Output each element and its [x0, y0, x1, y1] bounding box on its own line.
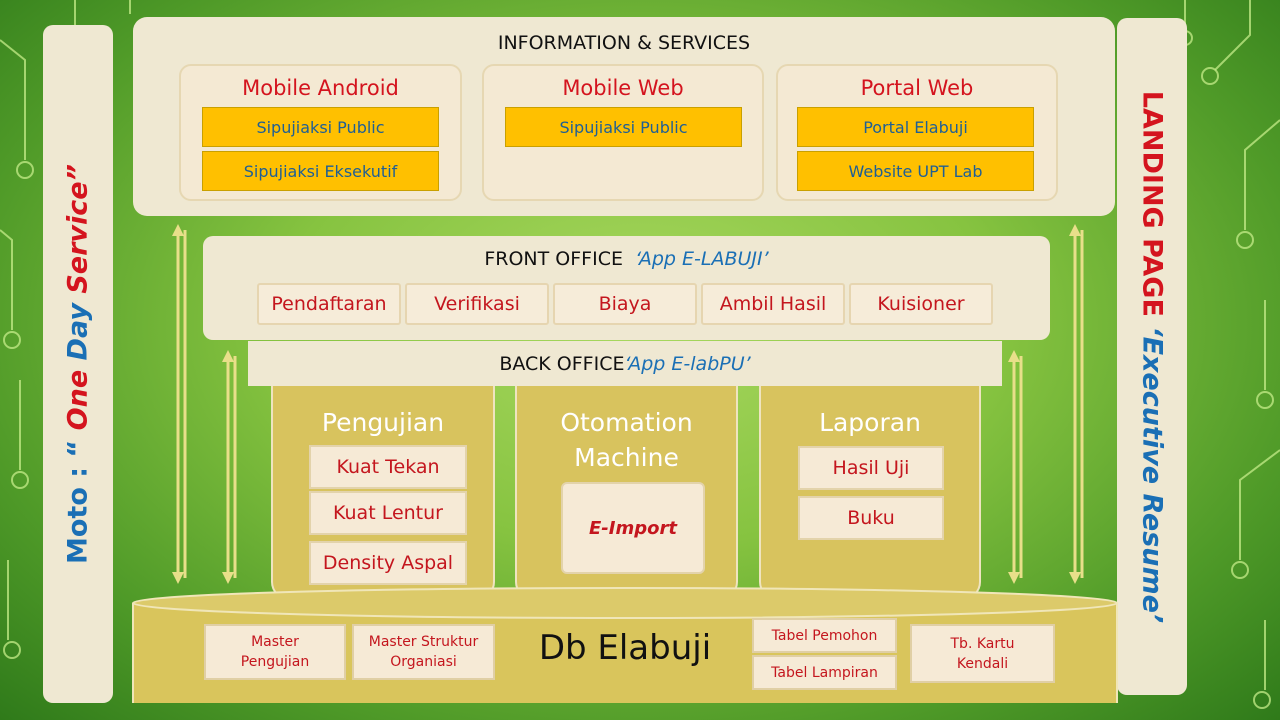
pengujian-title: Pengujian: [321, 408, 445, 437]
laporan-buku[interactable]: Buku: [798, 496, 944, 540]
laporan-column: Laporan Hasil Uji Buku: [759, 385, 981, 600]
pengujian-kuat-tekan[interactable]: Kuat Tekan: [309, 445, 467, 489]
pengujian-column: Pengujian Kuat Tekan Kuat Lentur Density…: [271, 385, 495, 600]
pengujian-kuat-lentur[interactable]: Kuat Lentur: [309, 491, 467, 535]
mobile-web-title: Mobile Web: [562, 76, 684, 100]
otomation-title-1: Otomation: [560, 408, 693, 437]
portal-web-item-1[interactable]: Portal Elabuji: [797, 107, 1034, 147]
front-office-title: FRONT OFFICE ‘App E-LABUJI’: [484, 248, 769, 270]
moto-banner: Moto : “ One Day Service”: [43, 25, 113, 703]
information-services-panel: INFORMATION & SERVICES Mobile Android Si…: [133, 17, 1115, 216]
laporan-title: Laporan: [819, 408, 921, 437]
front-office-panel: FRONT OFFICE ‘App E-LABUJI’ Pendaftaran …: [203, 236, 1050, 340]
portal-web-box: Portal Web Portal Elabuji Website UPT La…: [776, 64, 1058, 201]
front-office-biaya[interactable]: Biaya: [553, 283, 697, 325]
otomation-column: Otomation Machine E-Import: [515, 385, 738, 600]
db-tabel-lampiran[interactable]: Tabel Lampiran: [752, 655, 897, 690]
landing-page-banner: LANDING PAGE ‘Executive Resume’: [1117, 18, 1187, 695]
otomation-e-import[interactable]: E-Import: [561, 482, 705, 574]
portal-web-title: Portal Web: [860, 76, 974, 100]
arrow-right-inner: [1008, 350, 1023, 584]
db-kartu-kendali[interactable]: Tb. Kartu Kendali: [910, 624, 1055, 683]
db-tabel-pemohon[interactable]: Tabel Pemohon: [752, 618, 897, 653]
arrow-left-inner: [222, 350, 237, 584]
mobile-android-item-1[interactable]: Sipujiaksi Public: [202, 107, 439, 147]
portal-web-item-2[interactable]: Website UPT Lab: [797, 151, 1034, 191]
arrow-right-outer: [1069, 224, 1084, 584]
laporan-hasil-uji[interactable]: Hasil Uji: [798, 446, 944, 490]
db-master-struktur-organiasi[interactable]: Master Struktur Organiasi: [352, 624, 495, 680]
mobile-web-box: Mobile Web Sipujiaksi Public: [482, 64, 764, 201]
front-office-ambil-hasil[interactable]: Ambil Hasil: [701, 283, 845, 325]
mobile-android-box: Mobile Android Sipujiaksi Public Sipujia…: [179, 64, 462, 201]
information-services-title: INFORMATION & SERVICES: [497, 32, 751, 54]
arrow-left-outer: [172, 224, 187, 584]
front-office-verifikasi[interactable]: Verifikasi: [405, 283, 549, 325]
front-office-kuisioner[interactable]: Kuisioner: [849, 283, 993, 325]
mobile-web-item-1[interactable]: Sipujiaksi Public: [505, 107, 742, 147]
front-office-pendaftaran[interactable]: Pendaftaran: [257, 283, 401, 325]
back-office-bar: BACK OFFICE ‘App E-labPU’: [248, 341, 1002, 386]
mobile-android-title: Mobile Android: [242, 76, 399, 100]
db-master-pengujian[interactable]: Master Pengujian: [204, 624, 346, 680]
otomation-title-2: Machine: [574, 443, 679, 472]
database-title: Db Elabuji: [538, 628, 712, 668]
pengujian-density-aspal[interactable]: Density Aspal: [309, 541, 467, 585]
mobile-android-item-2[interactable]: Sipujiaksi Eksekutif: [202, 151, 439, 191]
